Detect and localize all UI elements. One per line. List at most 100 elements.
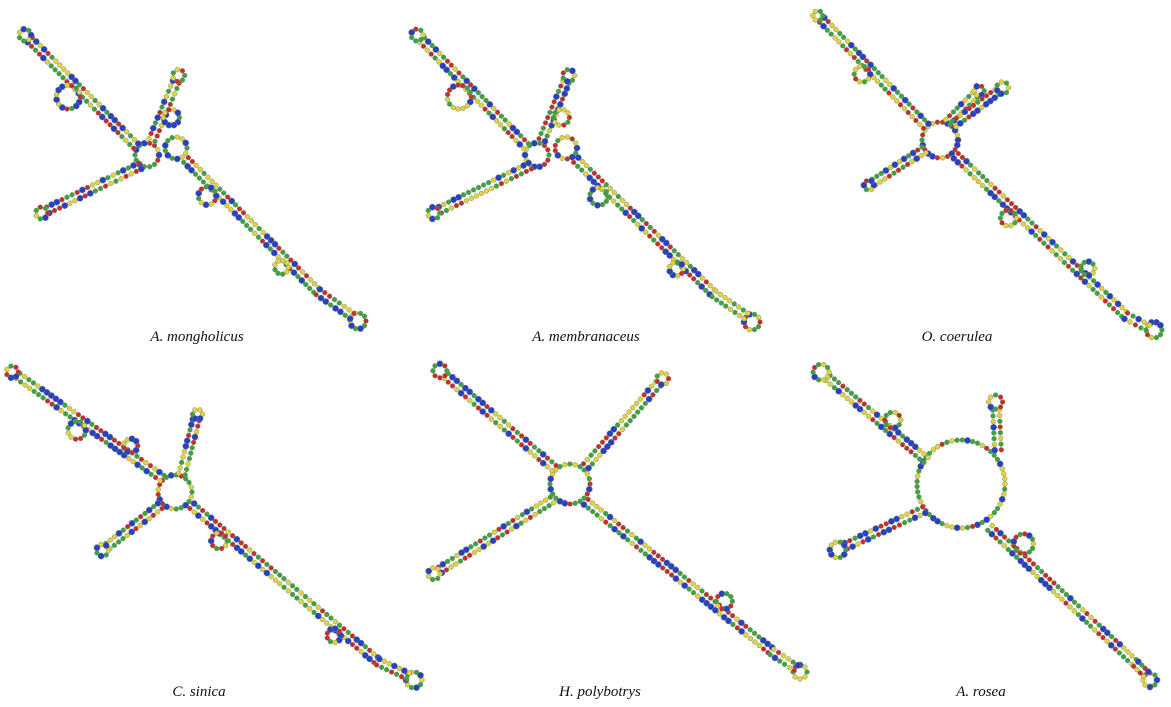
uracil-nucleotide <box>861 401 867 407</box>
cytosine-nucleotide <box>252 221 258 228</box>
uracil-nucleotide <box>1047 576 1053 582</box>
adenine-nucleotide <box>990 423 997 431</box>
cytosine-nucleotide <box>224 203 230 209</box>
adenine-nucleotide <box>522 436 530 444</box>
uracil-nucleotide <box>825 18 831 25</box>
guanine-nucleotide <box>294 595 300 601</box>
adenine-nucleotide <box>1079 615 1086 622</box>
guanine-nucleotide <box>21 38 27 44</box>
uracil-nucleotide <box>218 545 225 552</box>
cytosine-nucleotide <box>455 106 461 112</box>
cytosine-nucleotide <box>707 283 713 289</box>
cytosine-nucleotide <box>453 561 459 567</box>
adenine-nucleotide <box>913 155 921 162</box>
guanine-nucleotide <box>170 70 176 76</box>
guanine-nucleotide <box>914 506 921 513</box>
species-label-a-mongholicus: A. mongholicus <box>149 329 243 345</box>
cytosine-nucleotide <box>1119 305 1125 311</box>
guanine-nucleotide <box>280 271 286 277</box>
cytosine-nucleotide <box>425 213 431 219</box>
uracil-nucleotide <box>349 641 356 648</box>
adenine-nucleotide <box>991 94 999 102</box>
adenine-nucleotide <box>611 525 618 533</box>
guanine-nucleotide <box>500 172 507 178</box>
adenine-nucleotide <box>174 109 182 117</box>
cytosine-nucleotide <box>736 312 743 319</box>
guanine-nucleotide <box>331 296 338 303</box>
guanine-nucleotide <box>1005 546 1011 553</box>
cytosine-nucleotide <box>663 380 670 387</box>
adenine-nucleotide <box>115 530 123 537</box>
uracil-nucleotide <box>659 556 666 562</box>
cytosine-nucleotide <box>957 112 964 118</box>
cytosine-nucleotide <box>299 269 306 275</box>
adenine-nucleotide <box>521 151 529 159</box>
uracil-nucleotide <box>167 101 173 108</box>
guanine-nucleotide <box>950 109 957 115</box>
guanine-nucleotide <box>52 67 58 73</box>
cytosine-nucleotide <box>311 281 318 287</box>
guanine-nucleotide <box>883 412 889 419</box>
cytosine-nucleotide <box>943 117 949 123</box>
uracil-nucleotide <box>28 43 35 49</box>
adenine-nucleotide <box>140 139 148 147</box>
cytosine-nucleotide <box>921 451 927 457</box>
guanine-nucleotide <box>178 505 184 511</box>
cytosine-nucleotide <box>505 422 512 428</box>
cytosine-nucleotide <box>611 189 617 196</box>
adenine-nucleotide <box>72 102 80 110</box>
adenine-nucleotide <box>847 41 855 49</box>
guanine-nucleotide <box>429 42 435 49</box>
guanine-nucleotide <box>729 598 735 604</box>
guanine-nucleotide <box>631 217 637 224</box>
guanine-nucleotide <box>594 512 600 518</box>
guanine-nucleotide <box>91 106 98 112</box>
uracil-nucleotide <box>946 113 953 119</box>
adenine-nucleotide <box>97 552 105 560</box>
cytosine-nucleotide <box>476 546 482 553</box>
cytosine-nucleotide <box>896 159 903 165</box>
adenine-nucleotide <box>480 543 488 550</box>
cytosine-nucleotide <box>930 447 936 453</box>
cytosine-nucleotide <box>643 229 649 235</box>
cytosine-nucleotide <box>1057 255 1063 262</box>
cytosine-nucleotide <box>435 566 441 572</box>
guanine-nucleotide <box>537 508 543 515</box>
guanine-nucleotide <box>569 77 576 83</box>
guanine-nucleotide <box>1055 584 1061 590</box>
cytosine-nucleotide <box>172 91 178 97</box>
adenine-nucleotide <box>102 542 110 549</box>
guanine-nucleotide <box>560 75 566 81</box>
cytosine-nucleotide <box>1059 596 1065 602</box>
adenine-nucleotide <box>353 636 361 643</box>
cytosine-nucleotide <box>736 304 742 310</box>
uracil-nucleotide <box>363 318 369 324</box>
uracil-nucleotide <box>651 549 657 555</box>
guanine-nucleotide <box>179 77 186 83</box>
adenine-nucleotide <box>164 151 172 159</box>
guanine-nucleotide <box>767 652 773 658</box>
cytosine-nucleotide <box>494 118 500 124</box>
uracil-nucleotide <box>212 518 219 525</box>
guanine-nucleotide <box>40 395 46 401</box>
cytosine-nucleotide <box>420 32 426 38</box>
adenine-nucleotide <box>523 508 531 516</box>
adenine-nucleotide <box>738 619 745 627</box>
cytosine-nucleotide <box>174 134 180 140</box>
cytosine-nucleotide <box>197 407 203 413</box>
adenine-nucleotide <box>539 451 547 458</box>
cytosine-nucleotide <box>130 458 136 465</box>
guanine-nucleotide <box>475 184 482 191</box>
uracil-nucleotide <box>195 423 201 429</box>
uracil-nucleotide <box>920 132 926 138</box>
uracil-nucleotide <box>1001 534 1008 540</box>
uracil-nucleotide <box>564 156 570 162</box>
guanine-nucleotide <box>324 611 330 618</box>
cytosine-nucleotide <box>485 540 492 547</box>
cytosine-nucleotide <box>324 620 330 626</box>
guanine-nucleotide <box>732 309 738 316</box>
guanine-nucleotide <box>1062 251 1068 257</box>
cytosine-nucleotide <box>996 412 1003 419</box>
uracil-nucleotide <box>896 412 902 419</box>
guanine-nucleotide <box>178 459 185 466</box>
